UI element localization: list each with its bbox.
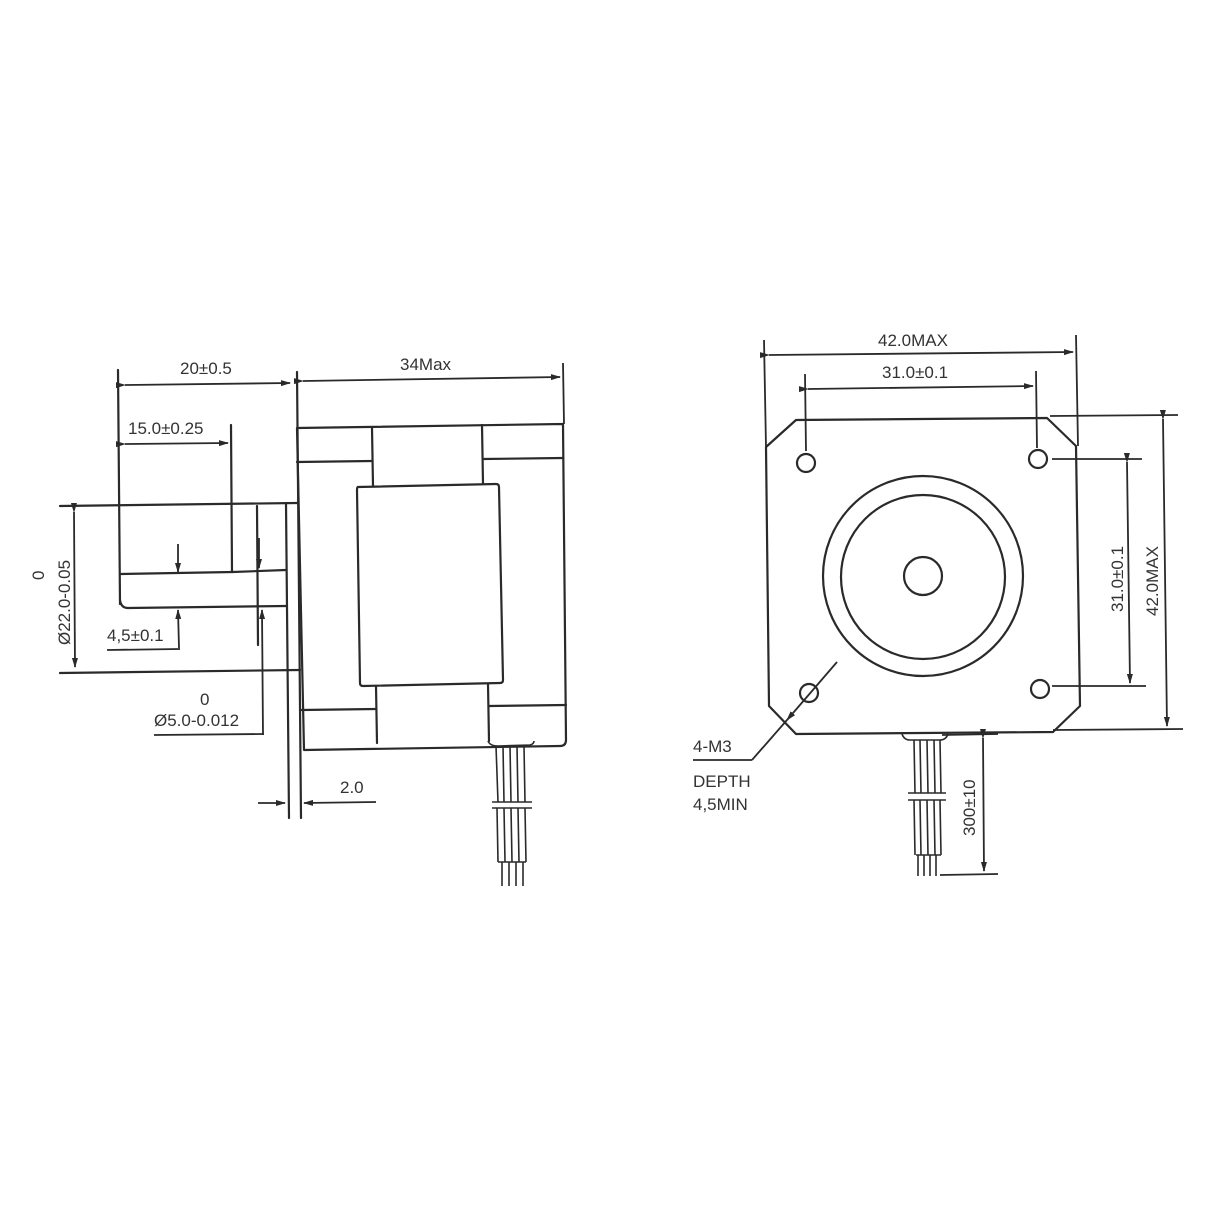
dim-body-length-label: 34Max [400,355,452,374]
dim-hole-spacing-vertical: 31.0±0.1 [1052,452,1146,687]
boss-outer-circle [821,474,1025,678]
thread-callout-label: 4-M3 [693,737,732,756]
dim-hole-spacing-horizontal: 31.0±0.1 [798,363,1038,452]
dim-boss-diameter: Ø22.0-0.05 0 [29,502,78,668]
dim-overall-height-label: 42.0MAX [1143,546,1162,616]
side-view: 20±0.5 15.0±0.25 34Max Ø22.0-0.05 0 4,5±… [29,355,568,886]
dim-overall-height: 42.0MAX [1049,409,1184,731]
mount-hole-bottom-right [1029,678,1051,700]
dim-flat-depth: 4,5±0.1 [106,544,182,651]
mount-hole-top-right [1027,448,1049,470]
shaft-side [116,368,288,647]
dim-boss-diameter-tol: 0 [29,571,48,580]
dim-shaft-length: 20±0.5 [115,359,291,389]
motor-body-side [295,422,568,752]
shaft-circle [902,555,944,597]
motor-face-outline [764,416,1082,736]
dim-body-length: 34Max [293,355,565,425]
dim-shaft-length-label: 20±0.5 [180,359,232,378]
mount-hole-top-left [795,452,817,474]
dim-shaft-diameter: 0 Ø5.0-0.012 [153,538,266,736]
dim-boss-diameter-label: Ø22.0-0.05 [55,560,74,645]
dim-flat-length: 15.0±0.25 [115,419,229,448]
boss-side [58,370,303,820]
dim-boss-height-label: 2.0 [340,778,364,797]
boss-inner-circle [839,493,1007,661]
dim-overall-width: 42.0MAX [759,331,1079,448]
lead-wires-front [901,733,949,876]
thread-depth-label: DEPTH [693,772,751,791]
mount-hole-bottom-left [798,682,820,704]
dim-shaft-diameter-label: Ø5.0-0.012 [154,711,239,730]
dim-shaft-diameter-tol: 0 [200,690,209,709]
dim-hole-spacing-horizontal-label: 31.0±0.1 [882,363,948,382]
lead-wires-side [487,740,535,886]
thread-depth-value: 4,5MIN [693,795,748,814]
front-view: 42.0MAX 31.0±0.1 31.0±0.1 42.0MAX [693,331,1184,876]
dim-hole-spacing-vertical-label: 31.0±0.1 [1108,546,1127,612]
dim-lead-length: 300±10 [939,728,999,876]
dim-flat-length-label: 15.0±0.25 [128,419,204,438]
dim-boss-height: 2.0 [258,778,377,806]
dim-flat-depth-label: 4,5±0.1 [107,626,164,645]
dim-overall-width-label: 42.0MAX [878,331,948,350]
thread-callout: 4-M3 DEPTH 4,5MIN [693,661,838,814]
dim-lead-length-label: 300±10 [960,779,979,836]
